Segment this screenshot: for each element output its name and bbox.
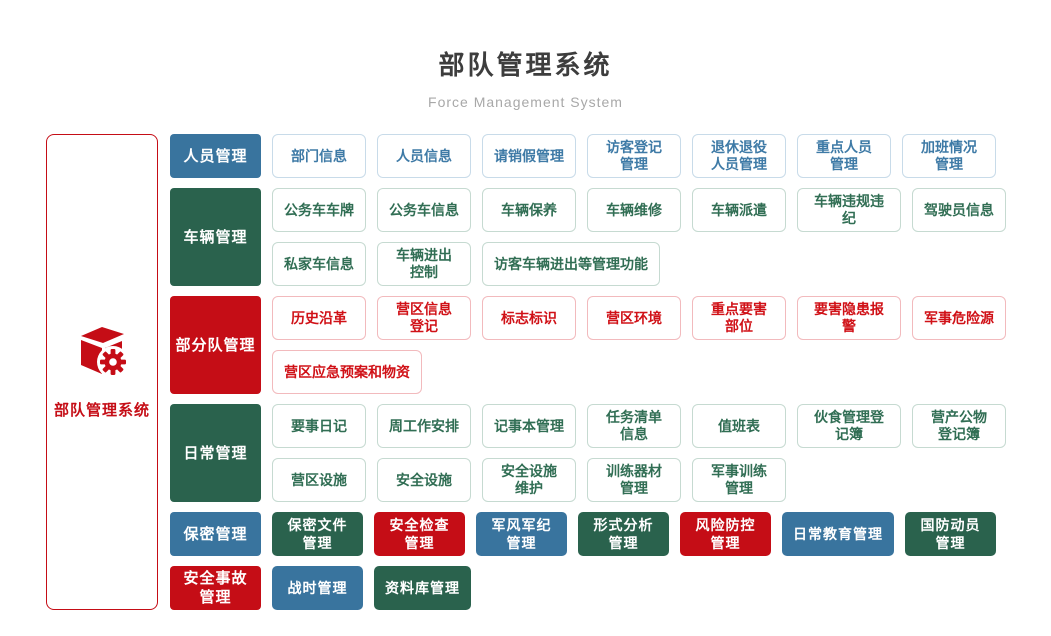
- module-item[interactable]: 重点人员 管理: [797, 134, 891, 178]
- module-item[interactable]: 车辆违规违纪: [797, 188, 901, 232]
- page-subtitle: Force Management System: [428, 94, 623, 110]
- row-lines: 部门信息人员信息请销假管理访客登记 管理退休退役 人员管理重点人员 管理加班情况…: [272, 134, 996, 178]
- row-line: 战时管理资料库管理: [272, 566, 471, 610]
- category-button[interactable]: 保密管理: [170, 512, 261, 556]
- module-item[interactable]: 营区设施: [272, 458, 366, 502]
- rows: 人员管理部门信息人员信息请销假管理访客登记 管理退休退役 人员管理重点人员 管理…: [170, 134, 1006, 610]
- page-header: 部队管理系统 Force Management System: [0, 0, 1051, 110]
- module-item[interactable]: 安全设施 维护: [482, 458, 576, 502]
- diagram-body: 部队管理系统 人员管理部门信息人员信息请销假管理访客登记 管理退休退役 人员管理…: [46, 134, 1006, 610]
- solid-module-button[interactable]: 日常教育管理: [782, 512, 894, 556]
- solid-module-button[interactable]: 战时管理: [272, 566, 363, 610]
- category-button[interactable]: 车辆管理: [170, 188, 261, 286]
- module-item[interactable]: 部门信息: [272, 134, 366, 178]
- category-button[interactable]: 安全事故 管理: [170, 566, 261, 610]
- page-title: 部队管理系统: [438, 50, 613, 80]
- module-item[interactable]: 私家车信息: [272, 242, 366, 286]
- module-item[interactable]: 值班表: [692, 404, 786, 448]
- solid-module-button[interactable]: 资料库管理: [374, 566, 471, 610]
- module-row: 保密管理保密文件 管理安全检查 管理军风军纪 管理形式分析 管理风险防控 管理日…: [170, 512, 1006, 556]
- module-item[interactable]: 公务车信息: [377, 188, 471, 232]
- module-item[interactable]: 人员信息: [377, 134, 471, 178]
- module-item[interactable]: 车辆维修: [587, 188, 681, 232]
- module-item[interactable]: 访客登记 管理: [587, 134, 681, 178]
- category-button[interactable]: 日常管理: [170, 404, 261, 502]
- module-row: 人员管理部门信息人员信息请销假管理访客登记 管理退休退役 人员管理重点人员 管理…: [170, 134, 1006, 178]
- module-item[interactable]: 训练器材 管理: [587, 458, 681, 502]
- module-item[interactable]: 驾驶员信息: [912, 188, 1006, 232]
- solid-module-button[interactable]: 国防动员 管理: [905, 512, 996, 556]
- module-item[interactable]: 历史沿革: [272, 296, 366, 340]
- solid-module-button[interactable]: 军风军纪 管理: [476, 512, 567, 556]
- solid-module-button[interactable]: 安全检查 管理: [374, 512, 465, 556]
- module-row: 车辆管理公务车车牌公务车信息车辆保养车辆维修车辆派遣车辆违规违纪驾驶员信息私家车…: [170, 188, 1006, 286]
- row-lines: 历史沿革营区信息 登记标志标识营区环境重点要害 部位要害隐患报警军事危险源营区应…: [272, 296, 1006, 394]
- cube-gear-icon: [75, 324, 129, 383]
- module-item[interactable]: 军事危险源: [912, 296, 1006, 340]
- module-item[interactable]: 车辆保养: [482, 188, 576, 232]
- module-item[interactable]: 军事训练 管理: [692, 458, 786, 502]
- row-line: 部门信息人员信息请销假管理访客登记 管理退休退役 人员管理重点人员 管理加班情况…: [272, 134, 996, 178]
- module-row: 日常管理要事日记周工作安排记事本管理任务清单 信息值班表伙食管理登记簿营产公物 …: [170, 404, 1006, 502]
- module-item[interactable]: 伙食管理登记簿: [797, 404, 901, 448]
- row-line: 历史沿革营区信息 登记标志标识营区环境重点要害 部位要害隐患报警军事危险源: [272, 296, 1006, 340]
- row-lines: 要事日记周工作安排记事本管理任务清单 信息值班表伙食管理登记簿营产公物 登记簿营…: [272, 404, 1006, 502]
- row-line: 公务车车牌公务车信息车辆保养车辆维修车辆派遣车辆违规违纪驾驶员信息: [272, 188, 1006, 232]
- row-line: 保密文件 管理安全检查 管理军风军纪 管理形式分析 管理风险防控 管理日常教育管…: [272, 512, 996, 556]
- module-item[interactable]: 要害隐患报警: [797, 296, 901, 340]
- solid-module-button[interactable]: 保密文件 管理: [272, 512, 363, 556]
- module-item[interactable]: 访客车辆进出等管理功能: [482, 242, 660, 286]
- row-line: 私家车信息车辆进出 控制访客车辆进出等管理功能: [272, 242, 1006, 286]
- module-item[interactable]: 营产公物 登记簿: [912, 404, 1006, 448]
- module-row: 安全事故 管理战时管理资料库管理: [170, 566, 1006, 610]
- module-item[interactable]: 任务清单 信息: [587, 404, 681, 448]
- module-item[interactable]: 请销假管理: [482, 134, 576, 178]
- module-item[interactable]: 加班情况 管理: [902, 134, 996, 178]
- module-item[interactable]: 营区环境: [587, 296, 681, 340]
- category-button[interactable]: 人员管理: [170, 134, 261, 178]
- row-line: 营区应急预案和物资: [272, 350, 1006, 394]
- module-item[interactable]: 公务车车牌: [272, 188, 366, 232]
- module-item[interactable]: 要事日记: [272, 404, 366, 448]
- row-lines: 战时管理资料库管理: [272, 566, 471, 610]
- solid-module-button[interactable]: 风险防控 管理: [680, 512, 771, 556]
- module-item[interactable]: 退休退役 人员管理: [692, 134, 786, 178]
- module-item[interactable]: 周工作安排: [377, 404, 471, 448]
- module-item[interactable]: 安全设施: [377, 458, 471, 502]
- solid-module-button[interactable]: 形式分析 管理: [578, 512, 669, 556]
- system-root-panel[interactable]: 部队管理系统: [46, 134, 158, 610]
- module-item[interactable]: 营区信息 登记: [377, 296, 471, 340]
- row-line: 要事日记周工作安排记事本管理任务清单 信息值班表伙食管理登记簿营产公物 登记簿: [272, 404, 1006, 448]
- module-item[interactable]: 标志标识: [482, 296, 576, 340]
- row-lines: 保密文件 管理安全检查 管理军风军纪 管理形式分析 管理风险防控 管理日常教育管…: [272, 512, 996, 556]
- module-item[interactable]: 记事本管理: [482, 404, 576, 448]
- module-item[interactable]: 重点要害 部位: [692, 296, 786, 340]
- module-item[interactable]: 营区应急预案和物资: [272, 350, 422, 394]
- module-row: 部分队管理历史沿革营区信息 登记标志标识营区环境重点要害 部位要害隐患报警军事危…: [170, 296, 1006, 394]
- row-lines: 公务车车牌公务车信息车辆保养车辆维修车辆派遣车辆违规违纪驾驶员信息私家车信息车辆…: [272, 188, 1006, 286]
- module-item[interactable]: 车辆进出 控制: [377, 242, 471, 286]
- row-line: 营区设施安全设施安全设施 维护训练器材 管理军事训练 管理: [272, 458, 1006, 502]
- category-button[interactable]: 部分队管理: [170, 296, 261, 394]
- system-root-label: 部队管理系统: [53, 402, 150, 419]
- module-item[interactable]: 车辆派遣: [692, 188, 786, 232]
